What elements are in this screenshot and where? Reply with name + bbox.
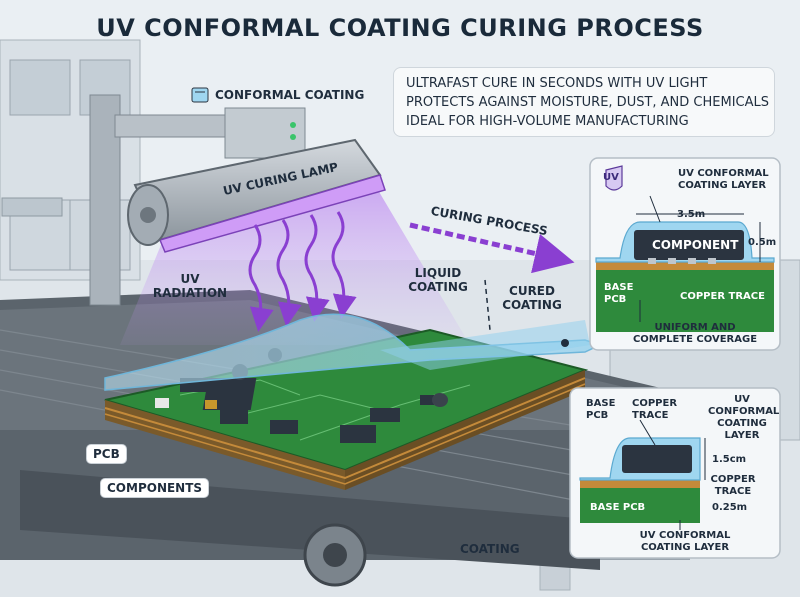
benefit-item: IDEAL FOR HIGH-VOLUME MANUFACTURING: [406, 114, 689, 129]
detail-bottom-dim-2: 0.25m: [712, 502, 748, 513]
liquid-coating-line: LIQUID: [414, 266, 462, 280]
detail-bottom-layer-bottom: UV CONFORMAL COATING LAYER: [625, 530, 745, 554]
uv-radiation-line: UV: [180, 272, 200, 286]
detail-top-base-pcb: BASE PCB: [604, 282, 633, 306]
detail-top-base-pcb-line: BASE: [604, 282, 634, 293]
benefit-item: PROTECTS AGAINST MOISTURE, DUST, AND CHE…: [406, 95, 770, 110]
detail-bottom-dim-1: 1.5cm: [712, 454, 747, 465]
uv-rays: [248, 211, 357, 332]
detail-top-copper-trace: COPPER TRACE: [680, 291, 765, 302]
detail-bottom-base-pcb-top: BASE PCB: [586, 398, 615, 422]
detail-bottom-copper-trace-right-line: COPPER: [710, 474, 756, 485]
benefits-box: ULTRAFAST CURE IN SECONDS WITH UV LIGHT …: [393, 67, 775, 137]
lamp-stand: [89, 94, 306, 306]
detail-bottom-layer-right-line: UV: [734, 394, 750, 405]
pcb-board: [104, 328, 589, 490]
detail-top-layer-line: UV CONFORMAL: [678, 168, 769, 179]
detail-bottom-layer-right-line: COATING: [717, 418, 767, 429]
detail-box-top: [589, 157, 781, 351]
detail-top-coverage: UNIFORM AND COMPLETE COVERAGE: [625, 322, 765, 346]
keyboard: [1, 197, 63, 217]
detail-bottom-base-pcb-top-line: BASE: [586, 398, 616, 409]
conformal-coating-label: CONFORMAL COATING: [215, 88, 365, 102]
detail-top-layer-label: UV CONFORMAL COATING LAYER: [678, 168, 769, 192]
curing-process-arrow: [409, 222, 575, 274]
detail-top-width-dim: 3.5m: [677, 209, 706, 220]
uv-badge: UV: [603, 172, 619, 183]
coating-label: COATING: [460, 542, 520, 556]
liquid-coating-line: COATING: [408, 280, 468, 294]
benefit-item: ULTRAFAST CURE IN SECONDS WITH UV LIGHT: [406, 76, 708, 91]
pcb-label: PCB: [86, 444, 127, 464]
detail-bottom-copper-trace-right-line: TRACE: [714, 486, 752, 497]
cured-coating-line: COATING: [502, 298, 562, 312]
detail-bottom-copper-trace-top-line: TRACE: [632, 410, 669, 421]
detail-bottom-layer-right-line: LAYER: [724, 430, 760, 441]
detail-top-coverage-line: UNIFORM AND: [654, 322, 736, 333]
detail-bottom-layer-bottom-line: UV CONFORMAL: [639, 530, 731, 541]
coating-layer: [104, 279, 603, 391]
detail-bottom-layer-bottom-line: COATING LAYER: [640, 542, 730, 553]
detail-bottom-layer-right: UV CONFORMAL COATING LAYER: [708, 394, 780, 442]
detail-box-bottom: [569, 387, 781, 559]
detail-bottom-copper-trace-top: COPPER TRACE: [632, 398, 677, 422]
detail-bottom-base-pcb: BASE PCB: [590, 502, 646, 513]
detail-bottom-copper-trace-right: COPPER TRACE: [708, 474, 758, 498]
detail-top-height-dim: 0.5m: [748, 237, 777, 248]
uv-radiation-line: RADIATION: [152, 286, 228, 300]
uv-radiation-label: UV RADIATION: [150, 272, 230, 300]
cured-coating-label: CURED COATING: [497, 284, 567, 312]
detail-top-layer-line: COATING LAYER: [678, 180, 767, 191]
detail-bottom-layer-right-line: CONFORMAL: [708, 406, 780, 417]
page-title: UV CONFORMAL COATING CURING PROCESS: [96, 14, 704, 42]
detail-top-coverage-line: COMPLETE COVERAGE: [632, 334, 758, 345]
detail-top-base-pcb-line: PCB: [604, 294, 627, 305]
detail-bottom-base-pcb-top-line: PCB: [586, 410, 609, 421]
components-label: COMPONENTS: [100, 478, 210, 498]
detail-bottom-copper-trace-top-line: COPPER: [632, 398, 678, 409]
detail-top-component-label: COMPONENT: [652, 238, 739, 252]
liquid-coating-label: LIQUID COATING: [408, 266, 468, 294]
coating-icon: [191, 87, 209, 103]
cured-coating-line: CURED: [509, 284, 555, 298]
uv-lamp: [127, 138, 386, 253]
